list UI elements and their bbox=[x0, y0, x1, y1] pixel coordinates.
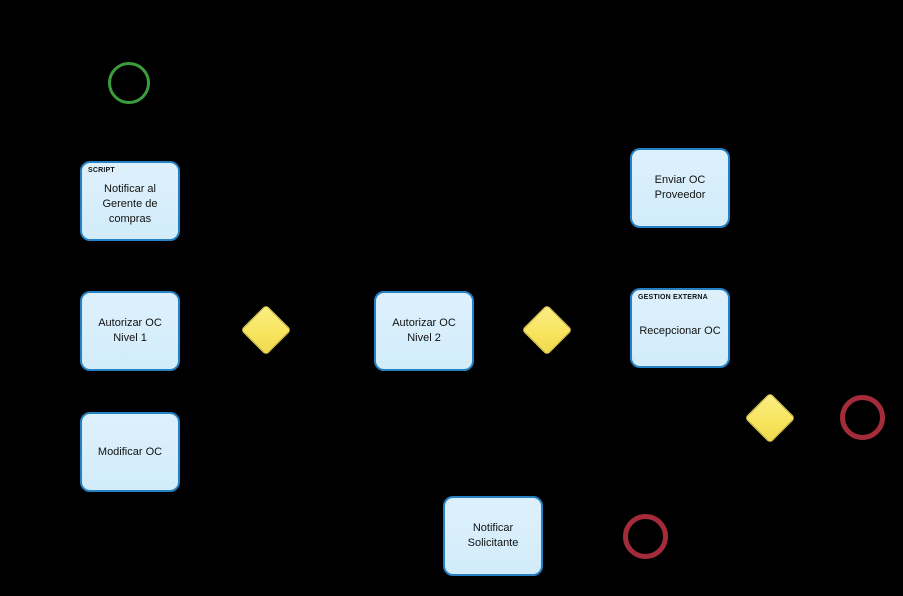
task-recepcionar-oc[interactable]: GESTION EXTERNA Recepcionar OC bbox=[630, 288, 730, 368]
task-modificar-oc[interactable]: Modificar OC bbox=[80, 412, 180, 492]
task-label: Autorizar OC Nivel 1 bbox=[98, 317, 162, 344]
exclusive-gateway-1[interactable] bbox=[240, 304, 292, 356]
task-type-tag-script: SCRIPT bbox=[88, 167, 115, 174]
task-label: Recepcionar OC bbox=[639, 324, 721, 337]
task-enviar-oc-proveedor[interactable]: Enviar OC Proveedor bbox=[630, 148, 730, 228]
start-event-circle[interactable] bbox=[108, 62, 150, 104]
gateway-diamond-icon bbox=[240, 304, 292, 356]
task-autorizar-oc-nivel-2[interactable]: Autorizar OC Nivel 2 bbox=[374, 291, 474, 371]
task-type-tag-gestion-externa: GESTION EXTERNA bbox=[638, 294, 708, 301]
end-event-2[interactable] bbox=[623, 514, 668, 559]
task-label: Notificar Solicitante bbox=[467, 522, 519, 549]
task-label: Enviar OC Proveedor bbox=[654, 174, 706, 201]
task-label: Modificar OC bbox=[97, 445, 163, 458]
exclusive-gateway-3[interactable] bbox=[744, 392, 796, 444]
task-notificar-solicitante[interactable]: Notificar Solicitante bbox=[443, 496, 543, 576]
gateway-diamond-icon bbox=[521, 304, 573, 356]
task-label: Autorizar OC Nivel 2 bbox=[392, 317, 456, 344]
gateway-diamond-icon bbox=[744, 392, 796, 444]
end-event-1[interactable] bbox=[840, 395, 885, 440]
task-notificar-gerente[interactable]: SCRIPT Notificar al Gerente de compras bbox=[80, 161, 180, 241]
task-autorizar-oc-nivel-1[interactable]: Autorizar OC Nivel 1 bbox=[80, 291, 180, 371]
task-label: Notificar al Gerente de compras bbox=[102, 182, 158, 225]
exclusive-gateway-2[interactable] bbox=[521, 304, 573, 356]
